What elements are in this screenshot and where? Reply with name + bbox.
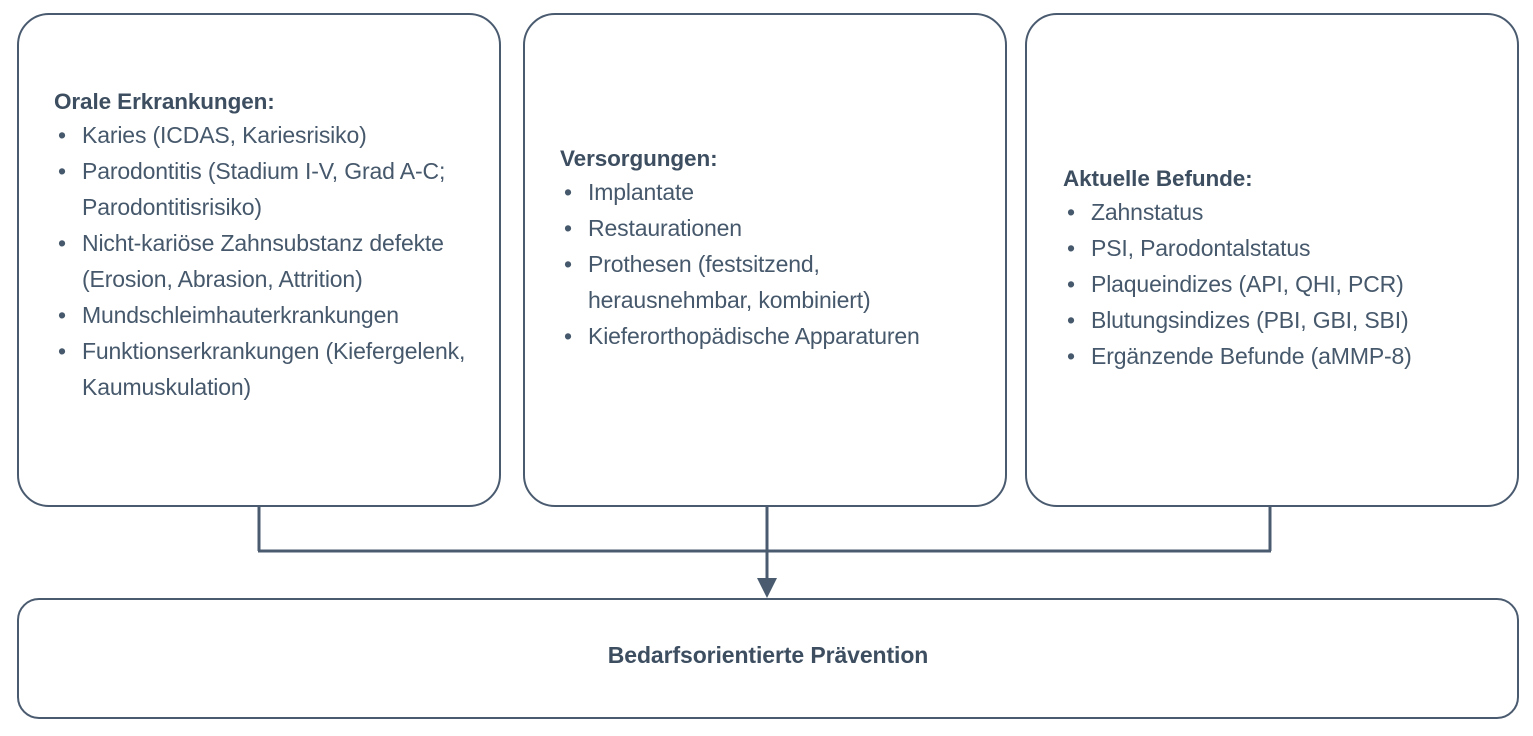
bullet-dot-icon: • — [58, 122, 66, 148]
card-restorations-content: Versorgungen: • Implantate • Restauratio… — [560, 144, 987, 354]
bullet-dot-icon: • — [1067, 307, 1075, 333]
bullet-dot-icon: • — [58, 302, 66, 328]
arrow-head-icon — [757, 578, 777, 598]
card-restorations[interactable]: Versorgungen: • Implantate • Restauratio… — [523, 13, 1007, 507]
list-item: • Mundschleimhauterkrankungen — [54, 297, 481, 333]
bullet-dot-icon: • — [564, 251, 572, 277]
list-item: • Restaurationen — [560, 210, 987, 246]
bullet-dot-icon: • — [564, 215, 572, 241]
list-item-label: Restaurationen — [588, 215, 742, 241]
list-item: • Kieferorthopädische Apparaturen — [560, 318, 987, 354]
list-item: • Parodontitis (Stadium I-V, Grad A-C; P… — [54, 153, 481, 225]
card-prevention-result[interactable]: Bedarfsorientierte Prävention — [17, 598, 1519, 719]
bullet-dot-icon: • — [564, 179, 572, 205]
bullet-dot-icon: • — [564, 323, 572, 349]
bullet-dot-icon: • — [1067, 235, 1075, 261]
list-item-label: Mundschleimhauterkrankungen — [82, 302, 399, 328]
list-item: • Blutungsindizes (PBI, GBI, SBI) — [1063, 302, 1503, 338]
list-item-label: Prothesen (festsitzend, herausnehmbar, k… — [588, 251, 871, 313]
prevention-result-label: Bedarfsorientierte Prävention — [607, 642, 929, 668]
list-item-label: Nicht-kariöse Zahnsubstanz defekte (Eros… — [82, 230, 444, 292]
card-oral-diseases-list: • Karies (ICDAS, Kariesrisiko) • Parodon… — [54, 117, 481, 405]
bullet-dot-icon: • — [1067, 271, 1075, 297]
bullet-dot-icon: • — [58, 338, 66, 364]
card-current-findings-list: • Zahnstatus • PSI, Parodontalstatus • P… — [1063, 194, 1503, 374]
bullet-dot-icon: • — [58, 230, 66, 256]
card-oral-diseases[interactable]: Orale Erkrankungen: • Karies (ICDAS, Kar… — [17, 13, 501, 507]
list-item-label: Plaqueindizes (API, QHI, PCR) — [1091, 271, 1404, 297]
list-item-label: Parodontitis (Stadium I-V, Grad A-C; Par… — [82, 158, 446, 220]
list-item: • Nicht-kariöse Zahnsubstanz defekte (Er… — [54, 225, 481, 297]
list-item: • Implantate — [560, 174, 987, 210]
list-item: • Prothesen (festsitzend, herausnehmbar,… — [560, 246, 987, 318]
list-item-label: Karies (ICDAS, Kariesrisiko) — [82, 122, 367, 148]
card-oral-diseases-content: Orale Erkrankungen: • Karies (ICDAS, Kar… — [54, 87, 481, 405]
bullet-dot-icon: • — [1067, 199, 1075, 225]
list-item-label: PSI, Parodontalstatus — [1091, 235, 1311, 261]
list-item: • Karies (ICDAS, Kariesrisiko) — [54, 117, 481, 153]
list-item: • Ergänzende Befunde (aMMP-8) — [1063, 338, 1503, 374]
card-restorations-title: Versorgungen: — [560, 146, 718, 171]
list-item: • Zahnstatus — [1063, 194, 1503, 230]
list-item: • PSI, Parodontalstatus — [1063, 230, 1503, 266]
card-current-findings-title: Aktuelle Befunde: — [1063, 166, 1253, 191]
list-item-label: Blutungsindizes (PBI, GBI, SBI) — [1091, 307, 1409, 333]
bullet-dot-icon: • — [1067, 343, 1075, 369]
list-item-label: Implantate — [588, 179, 694, 205]
list-item-label: Funktionserkrankungen (Kiefergelenk, Kau… — [82, 338, 466, 400]
list-item: • Plaqueindizes (API, QHI, PCR) — [1063, 266, 1503, 302]
card-current-findings-content: Aktuelle Befunde: • Zahnstatus • PSI, Pa… — [1063, 164, 1503, 374]
list-item-label: Ergänzende Befunde (aMMP-8) — [1091, 343, 1412, 369]
list-item-label: Zahnstatus — [1091, 199, 1204, 225]
card-restorations-list: • Implantate • Restaurationen • Prothese… — [560, 174, 987, 354]
list-item-label: Kieferorthopädische Apparaturen — [588, 323, 920, 349]
card-current-findings[interactable]: Aktuelle Befunde: • Zahnstatus • PSI, Pa… — [1025, 13, 1519, 507]
list-item: • Funktionserkrankungen (Kiefergelenk, K… — [54, 333, 481, 405]
card-oral-diseases-title: Orale Erkrankungen: — [54, 89, 275, 114]
bullet-dot-icon: • — [58, 158, 66, 184]
